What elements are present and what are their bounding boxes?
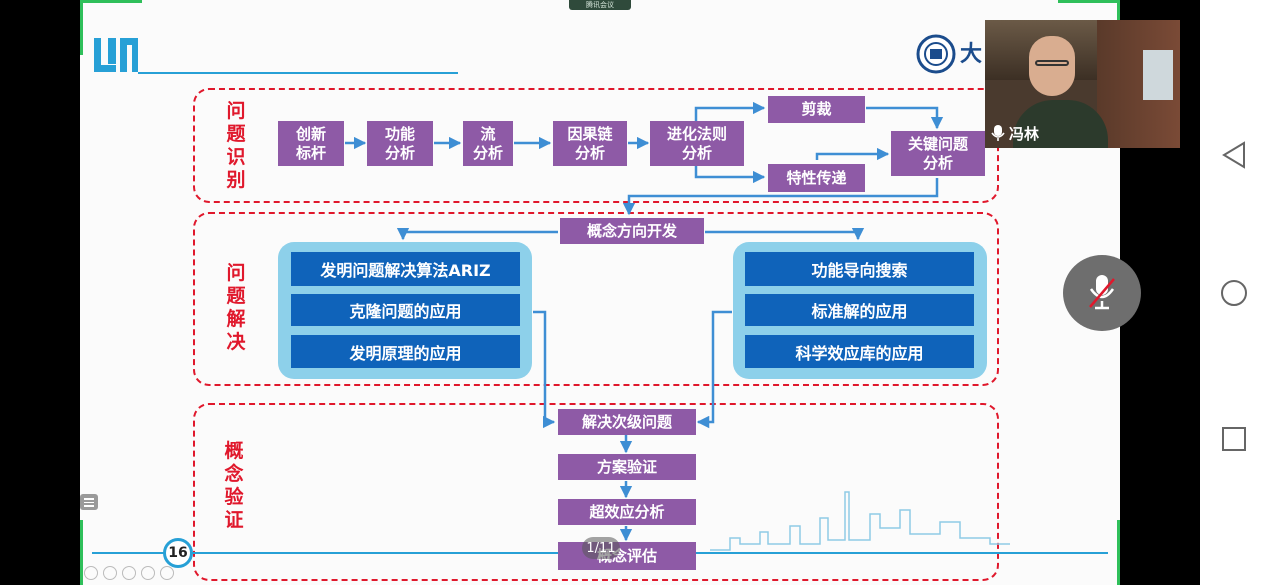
participant-name: 冯林 — [1009, 124, 1040, 143]
tool-icon[interactable] — [160, 566, 174, 580]
tool-icon[interactable] — [84, 566, 98, 580]
city-skyline-decoration — [710, 491, 1010, 551]
flow-box-scheme-verification: 方案验证 — [558, 454, 696, 480]
option-standard-solution: 标准解的应用 — [745, 294, 974, 326]
participant-body — [1013, 100, 1108, 148]
flow-box-concept-evaluation: 概念评估 — [558, 542, 696, 570]
video-background-window — [1143, 50, 1173, 100]
frame-corner — [1058, 0, 1120, 3]
section-concept-verification — [193, 403, 999, 581]
participant-label: 冯林 — [991, 122, 1087, 144]
recent-apps-icon[interactable] — [1221, 426, 1249, 454]
tool-icon[interactable] — [122, 566, 136, 580]
flow-box-function-analysis: 功能 分析 — [367, 121, 433, 166]
option-invention-principle: 发明原理的应用 — [291, 335, 520, 368]
microphone-icon — [991, 125, 1005, 141]
option-clone-problem: 克隆问题的应用 — [291, 294, 520, 326]
option-science-effects: 科学效应库的应用 — [745, 335, 974, 368]
page-indicator: 1/11 — [582, 537, 620, 559]
annotation-toolbar — [84, 566, 174, 580]
microphone-muted-icon — [1089, 275, 1115, 310]
participant-video-tile[interactable]: 冯林 — [985, 20, 1180, 148]
frame-corner — [80, 520, 83, 585]
tool-icon[interactable] — [103, 566, 117, 580]
flow-box-evolution-law: 进化法则 分析 — [650, 121, 744, 166]
flow-box-super-effect: 超效应分析 — [558, 499, 696, 525]
participant-face — [1029, 36, 1075, 96]
flow-box-causal-chain: 因果链 分析 — [553, 121, 627, 166]
android-navigation-bar — [1200, 0, 1268, 585]
slide-logo-icon — [94, 38, 138, 72]
side-menu-icon[interactable] — [80, 494, 98, 510]
section-label-solve: 问 题 解 决 — [226, 262, 246, 353]
frame-corner — [80, 0, 83, 55]
flow-box-concept-direction: 概念方向开发 — [560, 218, 704, 244]
slide-page-number: 16 — [163, 538, 193, 568]
university-seal-icon — [916, 34, 956, 74]
header-line — [138, 72, 458, 74]
section-label-identify: 问 题 识 别 — [226, 100, 246, 191]
frame-corner — [80, 0, 142, 3]
flow-arrows — [345, 101, 944, 542]
participant-glasses — [1035, 60, 1069, 66]
tool-icon[interactable] — [141, 566, 155, 580]
meeting-top-label: 腾讯会议 — [569, 0, 631, 10]
flow-box-trimming: 剪裁 — [768, 96, 865, 123]
flow-box-feature-transfer: 特性传递 — [768, 164, 865, 192]
section-label-verify: 概 念 验 证 — [224, 440, 244, 531]
frame-corner — [1117, 520, 1120, 585]
home-icon[interactable] — [1220, 278, 1250, 308]
mute-toggle-button[interactable] — [1063, 255, 1141, 331]
option-function-search: 功能导向搜索 — [745, 252, 974, 286]
option-ariz: 发明问题解决算法ARIZ — [291, 252, 520, 286]
presentation-slide: 大 问 题 识 别 问 题 解 决 概 念 验 证 16 — [80, 0, 1120, 585]
flow-box-innovation-benchmark: 创新 标杆 — [278, 121, 344, 166]
section-problem-solving — [193, 212, 999, 386]
back-icon[interactable] — [1220, 140, 1248, 170]
flow-box-secondary-problem: 解决次级问题 — [558, 409, 696, 435]
flow-box-flow-analysis: 流 分析 — [463, 121, 513, 166]
flow-box-key-problem: 关键问题 分析 — [891, 131, 985, 176]
